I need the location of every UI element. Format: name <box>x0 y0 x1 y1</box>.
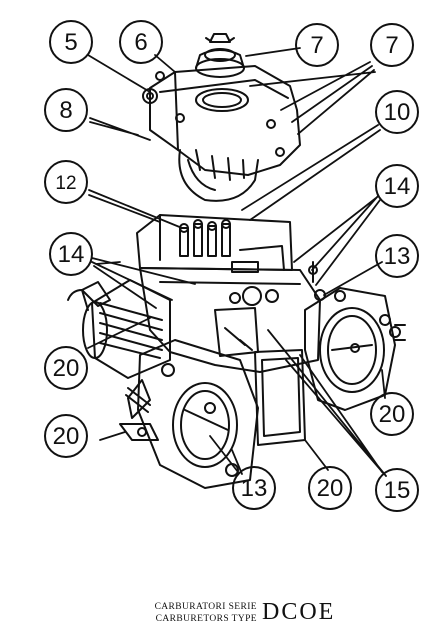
callout-circle-7a <box>295 23 339 67</box>
callout-circle-20c <box>44 414 88 458</box>
callout-8: 8 <box>59 97 72 124</box>
callout-7b: 7 <box>385 32 398 59</box>
caption-series-label: CARBURATORI SERIE CARBURETORS TYPE <box>133 601 257 625</box>
carburetor-exploded-diagram: 5 6 7 7 8 10 12 14 14 13 20 20 20 13 20 … <box>44 20 419 512</box>
jet-stack <box>136 214 293 273</box>
callout-6: 6 <box>134 29 147 56</box>
callout-circle-14b <box>49 232 93 276</box>
callout-12: 12 <box>55 173 76 194</box>
callout-circle-20d <box>308 466 352 510</box>
callout-circle-13a <box>375 234 419 278</box>
left-cylinder <box>67 279 171 379</box>
callout-13b: 13 <box>241 475 268 502</box>
callout-circle-8 <box>44 88 88 132</box>
carburetor-body <box>139 261 326 446</box>
callout-10: 10 <box>384 99 411 126</box>
left-flange <box>119 339 259 489</box>
callout-circle-14a <box>375 164 419 208</box>
callout-circle-20b <box>370 392 414 436</box>
callout-circle-10 <box>375 90 419 134</box>
callout-20d: 20 <box>317 475 344 502</box>
leader-lines <box>87 47 387 477</box>
callout-13a: 13 <box>384 243 411 270</box>
caption-line-italian: CARBURATORI SERIE <box>154 602 257 612</box>
callout-circle-6 <box>119 20 163 64</box>
caption-line-english: CARBURETORS TYPE <box>155 614 257 624</box>
callout-20b: 20 <box>379 401 406 428</box>
callout-circle-13b <box>232 466 276 510</box>
callout-circle-7b <box>370 23 414 67</box>
callout-circle-20a <box>44 346 88 390</box>
callout-circle-5 <box>49 20 93 64</box>
callout-14a: 14 <box>384 173 411 200</box>
callout-14b: 14 <box>58 241 85 268</box>
top-cover-assembly <box>142 33 301 202</box>
callout-circle-12 <box>44 160 88 204</box>
callout-20c: 20 <box>53 423 80 450</box>
callout-circle-15 <box>375 468 419 512</box>
caption: CARBURATORI SERIE CARBURETORS TYPE DCOE <box>133 599 373 627</box>
callout-5: 5 <box>64 29 77 56</box>
callout-20a: 20 <box>53 355 80 382</box>
callout-7a: 7 <box>310 32 323 59</box>
right-flange <box>304 287 406 411</box>
caption-type-name: DCOE <box>262 599 336 625</box>
callout-15: 15 <box>384 477 411 504</box>
callout-circles <box>44 20 419 512</box>
